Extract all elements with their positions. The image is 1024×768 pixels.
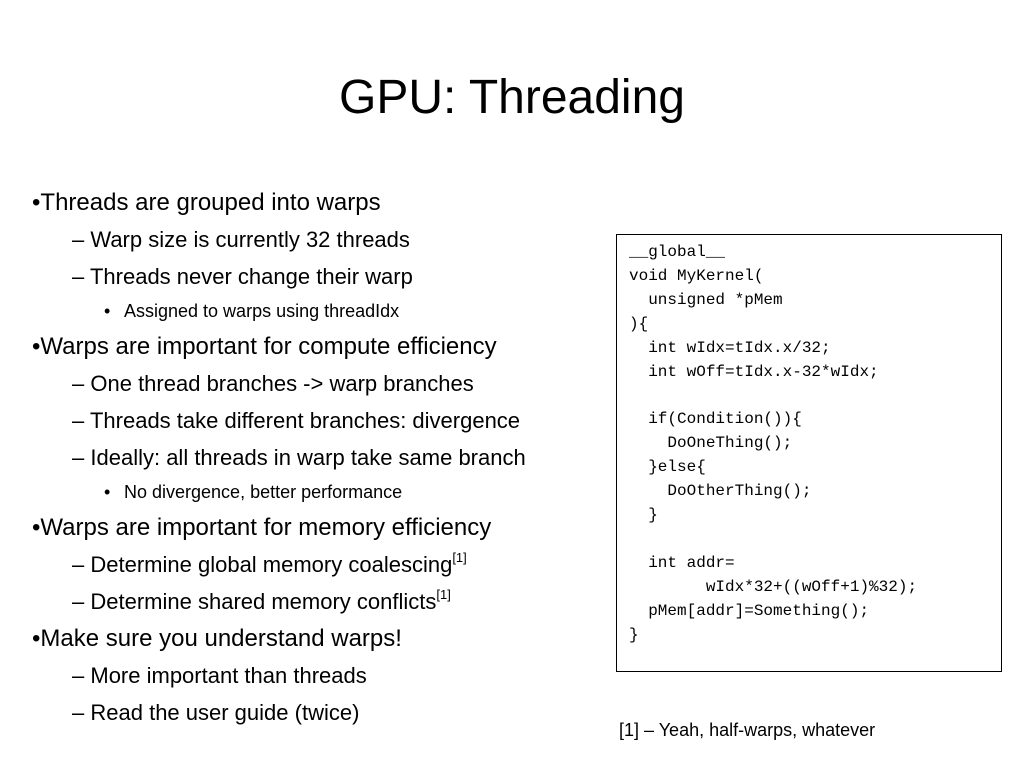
bullet-text: Determine shared memory conflicts (90, 589, 437, 614)
bullet-level-1: •Threads are grouped into warps (32, 184, 612, 221)
bullet-marker: – (72, 663, 85, 688)
bullet-marker: • (32, 625, 41, 652)
bullet-marker: – (72, 700, 85, 725)
bullet-marker: – (72, 371, 85, 396)
bullet-text: No divergence, better performance (124, 482, 403, 502)
footnote-ref: [1] (436, 586, 451, 602)
code-snippet: __global__ void MyKernel( unsigned *pMem… (629, 243, 918, 644)
bullet-text: One thread branches -> warp branches (90, 371, 474, 396)
bullet-marker: – (72, 264, 85, 289)
bullet-level-2: – Read the user guide (twice) (32, 694, 612, 731)
bullet-text: Ideally: all threads in warp take same b… (90, 445, 526, 470)
bullet-text: More important than threads (90, 663, 367, 688)
bullet-level-2: – Warp size is currently 32 threads (32, 221, 612, 258)
bullet-marker: – (72, 227, 85, 252)
bullet-marker: • (32, 514, 41, 541)
slide-title: GPU: Threading (339, 71, 685, 124)
bullet-text: Warps are important for memory efficienc… (40, 514, 492, 541)
bullet-marker: • (32, 333, 41, 360)
bullet-marker: – (72, 408, 85, 433)
bullet-text: Determine global memory coalescing (90, 552, 453, 577)
footnote: [1] – Yeah, half-warps, whatever (619, 720, 876, 740)
bullet-level-1: •Warps are important for compute efficie… (32, 328, 612, 365)
bullet-level-2: – One thread branches -> warp branches (32, 365, 612, 402)
bullet-marker: – (72, 552, 85, 577)
bullet-level-2: – Determine shared memory conflicts[1] (32, 583, 612, 620)
bullet-text: Make sure you understand warps! (40, 625, 402, 652)
bullet-text: Threads take different branches: diverge… (89, 408, 521, 433)
bullet-text: Warp size is currently 32 threads (90, 227, 410, 252)
bullet-marker: • (104, 482, 111, 502)
bullet-text: Warps are important for compute efficien… (40, 333, 497, 360)
bullet-level-2: – More important than threads (32, 657, 612, 694)
bullet-level-1: •Make sure you understand warps! (32, 620, 612, 657)
bullet-marker: • (104, 301, 111, 321)
bullet-level-2: – Determine global memory coalescing[1] (32, 546, 612, 583)
bullet-level-3: • No divergence, better performance (32, 476, 612, 509)
bullet-text: Assigned to warps using threadIdx (124, 301, 400, 321)
bullet-text: Read the user guide (twice) (90, 700, 360, 725)
bullet-level-2: – Ideally: all threads in warp take same… (32, 439, 612, 476)
bullet-text: Threads never change their warp (89, 264, 413, 289)
bullet-marker: – (72, 589, 85, 614)
bullet-level-2: – Threads never change their warp (32, 258, 612, 295)
bullet-level-2: – Threads take different branches: diver… (32, 402, 612, 439)
bullet-text: Threads are grouped into warps (40, 189, 381, 216)
footnote-ref: [1] (452, 549, 467, 565)
bullet-marker: – (72, 445, 85, 470)
bullet-level-1: •Warps are important for memory efficien… (32, 509, 612, 546)
bullet-level-3: • Assigned to warps using threadIdx (32, 295, 612, 328)
bullet-list: •Threads are grouped into warps– Warp si… (32, 184, 612, 731)
code-box: __global__ void MyKernel( unsigned *pMem… (616, 234, 1002, 672)
bullet-marker: • (32, 189, 41, 216)
